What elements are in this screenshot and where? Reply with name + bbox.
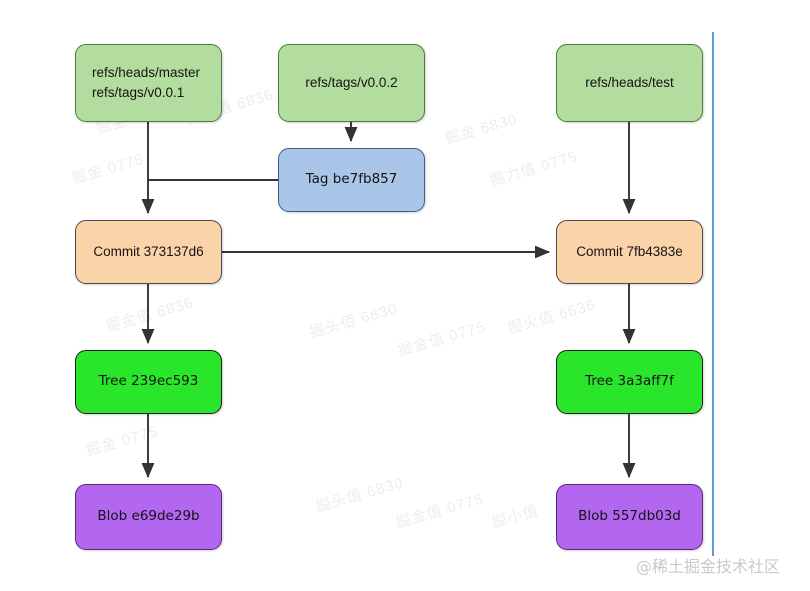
background-watermark: 掘金 0775 [83,422,161,460]
node-tree-3a3aff7f[interactable]: Tree 3a3aff7f [556,350,703,414]
node-label: Tag be7fb857 [305,171,398,188]
background-watermark: 掘火值 6636 [505,296,598,338]
node-ref-tag-v002[interactable]: refs/tags/v0.0.2 [278,44,425,122]
node-label: refs/heads/test [585,75,674,91]
node-label: Blob e69de29b [97,508,200,525]
background-watermark: 掘金 0775 [69,150,147,188]
node-commit-7fb4383e[interactable]: Commit 7fb4383e [556,220,703,284]
node-blob-557db03d[interactable]: Blob 557db03d [556,484,703,550]
background-watermark: 掘头佰 6830 [307,300,400,342]
node-label: Tree 3a3aff7f [585,373,674,390]
node-ref-test[interactable]: refs/heads/test [556,44,703,122]
background-watermark: 掘金值 0775 [395,318,488,360]
node-commit-373137d6[interactable]: Commit 373137d6 [75,220,222,284]
corner-watermark: @稀土掘金技术社区 [636,557,781,576]
node-tag-be7fb857[interactable]: Tag be7fb857 [278,148,425,212]
node-label: refs/tags/v0.0.2 [305,75,398,91]
node-blob-e69de29b[interactable]: Blob e69de29b [75,484,222,550]
node-ref-master[interactable]: refs/heads/master refs/tags/v0.0.1 [75,44,222,122]
node-label: refs/heads/master refs/tags/v0.0.1 [92,65,201,100]
background-watermark: 掘力值 0775 [487,148,580,190]
background-watermark: 掘小值 [489,502,541,532]
background-watermark: 掘金 6830 [442,110,520,148]
background-watermark: 掘头值 6830 [313,474,406,516]
node-label: Commit 7fb4383e [576,244,683,260]
node-label: Blob 557db03d [578,508,681,525]
background-watermark: 掘金值 0775 [393,490,486,532]
right-blue-rule [712,32,714,556]
node-tree-239ec593[interactable]: Tree 239ec593 [75,350,222,414]
node-label: Commit 373137d6 [93,244,204,260]
node-label: Tree 239ec593 [98,373,199,390]
background-watermark: 掘金值 6836 [103,294,196,336]
